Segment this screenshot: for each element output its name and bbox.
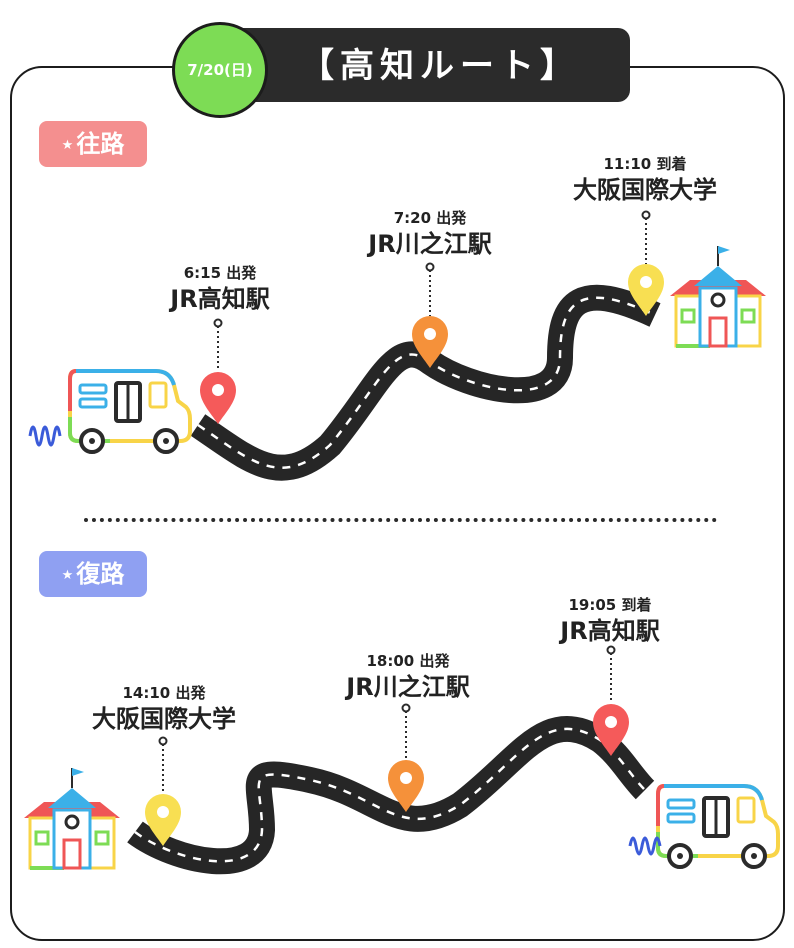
stop-time: 7:20 出発 — [393, 209, 467, 227]
date-circle — [172, 22, 268, 118]
leader-dot — [213, 318, 223, 328]
stop-time: 18:00 出発 — [366, 652, 450, 670]
outbound-stop-2: 7:20 出発 JR川之江駅 — [340, 207, 520, 259]
date-label: 7/20(日) — [187, 61, 253, 79]
return-stop-3: 19:05 到着 JR高知駅 — [540, 594, 680, 646]
stop-time: 6:15 出発 — [183, 264, 257, 282]
page-title: 【高知ルート】 — [300, 46, 580, 86]
school-icon — [668, 244, 768, 348]
leader-dot — [425, 262, 435, 272]
stop-time: 19:05 到着 — [568, 596, 652, 614]
outbound-badge: ★往路 — [39, 121, 147, 167]
return-badge: ★復路 — [39, 551, 147, 597]
stop-time: 14:10 出発 — [122, 684, 206, 702]
return-road — [127, 716, 655, 875]
stop-name: 大阪国際大学 — [573, 176, 717, 204]
motion-lines-icon — [628, 836, 662, 856]
return-label: 復路 — [76, 560, 125, 588]
star-icon: ★ — [61, 568, 74, 583]
outbound-stop-1: 6:15 出発 JR高知駅 — [150, 262, 290, 314]
bus-icon — [656, 784, 780, 869]
stop-time: 11:10 到着 — [603, 155, 687, 173]
motion-lines-icon — [28, 425, 62, 447]
return-stop-1: 14:10 出発 大阪国際大学 — [64, 682, 264, 734]
outbound-stop-3: 11:10 到着 大阪国際大学 — [545, 153, 745, 205]
outbound-label: 往路 — [76, 130, 125, 158]
stop-name: 大阪国際大学 — [92, 705, 236, 733]
title-bar — [230, 28, 630, 102]
return-stop-2: 18:00 出発 JR川之江駅 — [318, 650, 498, 702]
bus-icon — [68, 369, 192, 454]
leader-dot — [158, 736, 168, 746]
stop-name: JR高知駅 — [170, 285, 270, 313]
star-icon: ★ — [61, 138, 74, 153]
return-road-markings — [134, 727, 646, 863]
leader-dot — [641, 210, 651, 220]
stop-name: JR高知駅 — [560, 617, 660, 645]
leader-dot — [606, 645, 616, 655]
stop-name: JR川之江駅 — [368, 230, 492, 258]
school-icon — [22, 766, 122, 870]
leader-dot — [401, 703, 411, 713]
stop-name: JR川之江駅 — [346, 673, 470, 701]
section-divider — [84, 518, 717, 522]
